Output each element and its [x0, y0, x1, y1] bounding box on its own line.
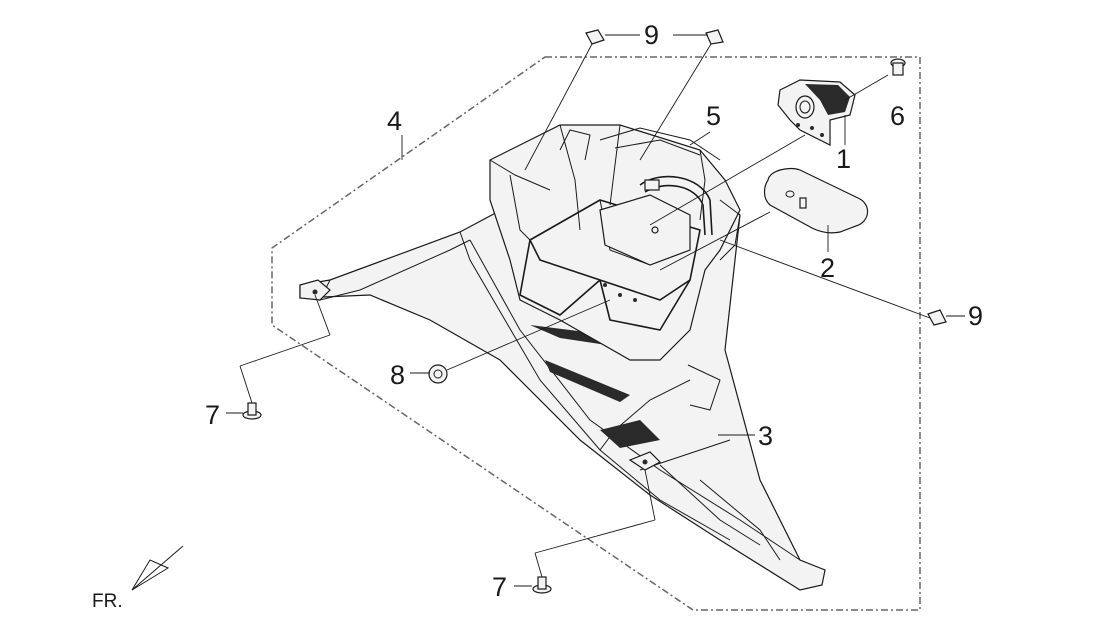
- label-7-left: 7: [205, 400, 220, 430]
- lower-mount-flange: [628, 451, 661, 471]
- clip-9-left: [585, 29, 605, 45]
- bolt-7-bottom: [532, 576, 552, 594]
- label-2: 2: [820, 253, 835, 283]
- label-5: 5: [706, 101, 721, 131]
- plate-light-lens: [763, 167, 869, 234]
- label-9-top: 9: [644, 20, 659, 50]
- inner-housing: [489, 124, 741, 361]
- bolt-7-left: [242, 402, 262, 420]
- clip-9-right: [705, 29, 724, 45]
- leader-lines: [226, 34, 965, 587]
- plate-light-housing: [777, 79, 856, 146]
- label-4: 4: [387, 106, 402, 136]
- label-7-bottom: 7: [492, 572, 507, 602]
- label-6: 6: [890, 101, 905, 131]
- label-3: 3: [758, 421, 773, 451]
- front-direction-arrow-icon: [131, 545, 184, 591]
- label-9-side: 9: [968, 301, 983, 331]
- nut-8: [428, 364, 448, 384]
- left-mount-flange: [299, 279, 331, 301]
- clip-9-side: [927, 309, 947, 326]
- assembly-boundary: [271, 56, 921, 611]
- screw-6: [890, 58, 906, 76]
- label-8: 8: [390, 360, 405, 390]
- label-1: 1: [836, 144, 851, 174]
- front-indicator-label: FR.: [92, 591, 123, 612]
